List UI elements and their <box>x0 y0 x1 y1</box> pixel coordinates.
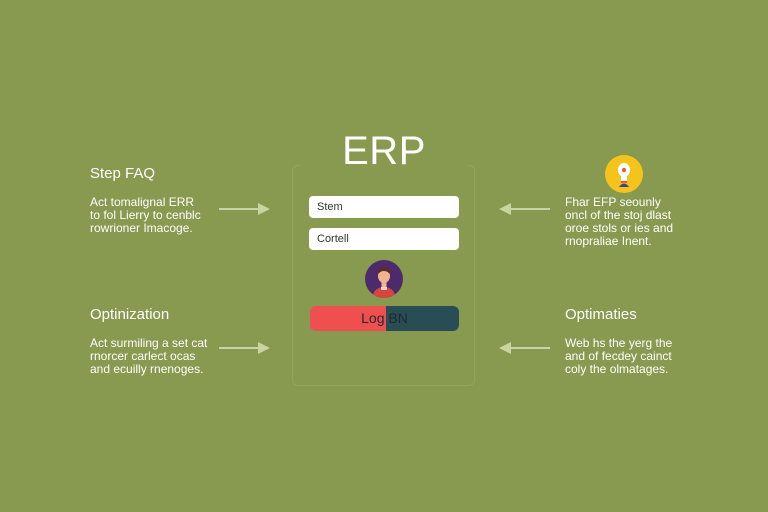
step-faq-line: to fol Lierry to cenblc <box>90 208 201 222</box>
optimaties-description: Web hs the yerg the and of fecdey cainct… <box>565 337 672 376</box>
security-line: oncl of the stoj dlast <box>565 208 672 222</box>
optinization-line: rnorcer carlect ocas <box>90 349 196 363</box>
user-avatar-icon <box>365 260 403 298</box>
optimaties-line: Web hs the yerg the <box>565 336 673 350</box>
optimaties-line: and of fecdey cainct <box>565 349 672 363</box>
step-faq-line: rowrioner Imacoge. <box>90 221 193 235</box>
optimaties-heading: Optimaties <box>565 306 637 323</box>
security-line: Fhar EFP seounly <box>565 195 661 209</box>
optinization-description: Act surmiling a set cat rnorcer carlect … <box>90 337 207 376</box>
optimaties-line: coly the olmatages. <box>565 362 669 376</box>
optinization-heading: Optinization <box>90 306 170 323</box>
security-line: rnopraliae Inent. <box>565 234 652 248</box>
step-faq-heading: Step FAQ <box>90 165 156 182</box>
login-button[interactable]: Log BN <box>310 306 459 331</box>
password-input[interactable]: Cortell <box>309 228 459 250</box>
step-faq-description: Act tomalignal ERR to fol Lierry to cenb… <box>90 196 201 235</box>
security-line: oroe stols or ies and <box>565 221 674 235</box>
arrow-left-icon <box>499 203 550 215</box>
arrow-right-icon <box>219 203 270 215</box>
arrow-left-icon <box>499 342 550 354</box>
app-title: ERP <box>300 126 468 176</box>
arrow-right-icon <box>219 342 270 354</box>
optinization-line: Act surmiling a set cat <box>90 336 208 350</box>
optinization-line: and ecuilly rnenoges. <box>90 362 204 376</box>
step-faq-line: Act tomalignal ERR <box>90 195 195 209</box>
username-input[interactable]: Stem <box>309 196 459 218</box>
security-description: Fhar EFP seounly oncl of the stoj dlast … <box>565 196 673 248</box>
lightbulb-icon <box>604 154 644 194</box>
